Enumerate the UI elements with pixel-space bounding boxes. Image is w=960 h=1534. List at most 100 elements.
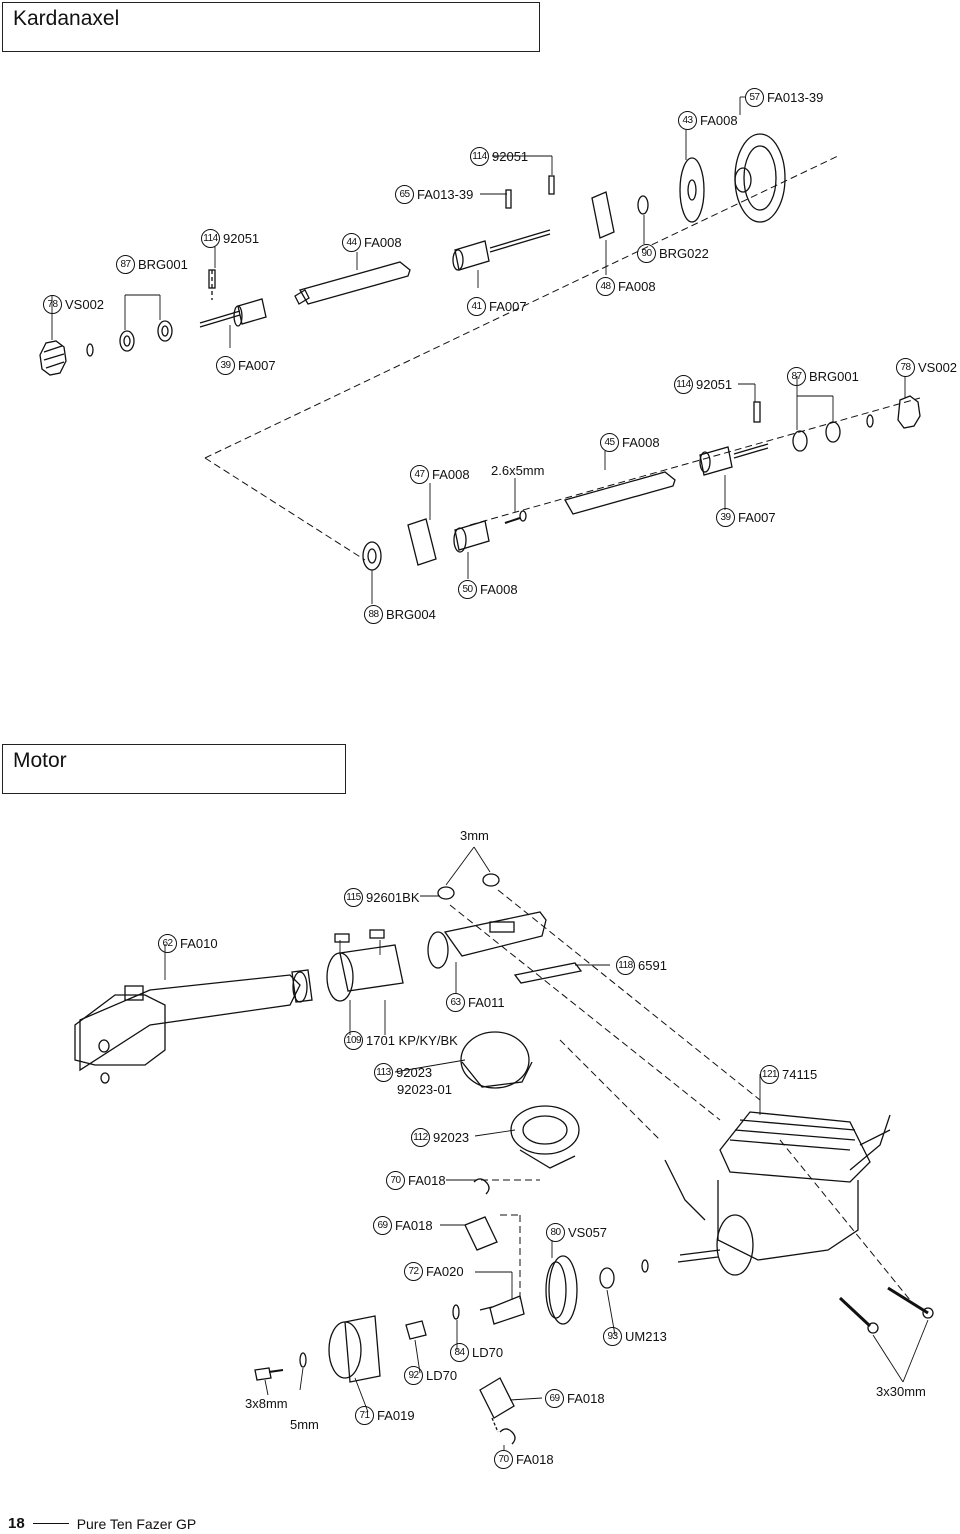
part-code: FA018 xyxy=(408,1173,446,1188)
part-code: FA018 xyxy=(567,1391,605,1406)
part-code: 74115 xyxy=(782,1067,818,1082)
part-number: 69 xyxy=(373,1216,392,1235)
part-number: 87 xyxy=(116,255,135,274)
part-number: 62 xyxy=(158,934,177,953)
engine-axis-lines xyxy=(449,889,911,1301)
part-number: 113 xyxy=(374,1063,393,1082)
page-number: 18 xyxy=(8,1515,25,1532)
alt-part-code: 92023-01 xyxy=(397,1082,452,1097)
part-number: 70 xyxy=(494,1450,513,1469)
part-code: BRG001 xyxy=(138,257,188,272)
part-number: 44 xyxy=(342,233,361,252)
part-number: 39 xyxy=(716,508,735,527)
nut-size-label: 3mm xyxy=(460,828,489,843)
part-number: 93 xyxy=(603,1327,622,1346)
part-code: BRG001 xyxy=(809,369,859,384)
part-number: 88 xyxy=(364,605,383,624)
part-number: 109 xyxy=(344,1031,363,1050)
part-code: VS057 xyxy=(568,1225,608,1240)
part-number: 90 xyxy=(637,244,656,263)
part-number: 47 xyxy=(410,465,429,484)
leader-lines-driveshaft xyxy=(51,96,906,604)
part-code: FA007 xyxy=(738,510,776,525)
part-number: 69 xyxy=(545,1389,564,1408)
part-code: LD70 xyxy=(472,1345,504,1360)
part-number: 43 xyxy=(678,111,697,130)
part-number: 114 xyxy=(470,147,489,166)
part-code: LD70 xyxy=(426,1368,458,1383)
part-code: FA013-39 xyxy=(417,187,474,202)
part-number: 121 xyxy=(760,1065,779,1084)
driveshaft-parts xyxy=(39,133,921,571)
screw-size-label: 3x30mm xyxy=(876,1384,926,1399)
part-code: 6591 xyxy=(638,958,667,973)
part-number: 78 xyxy=(43,295,62,314)
part-code: 92051 xyxy=(223,231,260,246)
part-code: FA007 xyxy=(238,358,276,373)
part-code: VS002 xyxy=(918,360,958,375)
part-code: FA008 xyxy=(364,235,402,250)
washer-size-label: 5mm xyxy=(290,1417,319,1432)
part-code: FA008 xyxy=(480,582,518,597)
part-code: FA008 xyxy=(700,113,738,128)
part-number: 72 xyxy=(404,1262,423,1281)
part-code: 1701 KP/KY/BK xyxy=(366,1033,458,1048)
part-code: FA008 xyxy=(618,279,656,294)
part-number: 50 xyxy=(458,580,477,599)
part-number: 114 xyxy=(674,375,693,394)
section-header-driveshaft: Kardanaxel xyxy=(2,2,540,52)
part-code: FA013-39 xyxy=(767,90,824,105)
part-number: 115 xyxy=(344,888,363,907)
part-number: 63 xyxy=(446,993,465,1012)
footer-rule xyxy=(32,1523,69,1524)
manual-title: Pure Ten Fazer GP xyxy=(76,1515,197,1532)
part-number: 45 xyxy=(600,433,619,452)
part-code: FA008 xyxy=(432,467,470,482)
part-number: 78 xyxy=(896,358,915,377)
part-number: 65 xyxy=(395,185,414,204)
part-number: 118 xyxy=(616,956,635,975)
part-code: 92601BK xyxy=(366,890,420,905)
part-code: FA008 xyxy=(622,435,660,450)
part-number: 70 xyxy=(386,1171,405,1190)
part-number: 41 xyxy=(467,297,486,316)
part-number: 112 xyxy=(411,1128,430,1147)
part-code: FA018 xyxy=(516,1452,554,1467)
part-number: 114 xyxy=(201,229,220,248)
part-number: 57 xyxy=(745,88,764,107)
part-code: FA020 xyxy=(426,1264,464,1279)
screw-size-label: 2.6x5mm xyxy=(491,463,545,478)
part-number: 92 xyxy=(404,1366,423,1385)
part-number: 84 xyxy=(450,1343,469,1362)
part-code: BRG022 xyxy=(659,246,709,261)
part-code: VS002 xyxy=(65,297,105,312)
part-code: BRG004 xyxy=(386,607,436,622)
leader-lines-engine xyxy=(164,846,929,1450)
